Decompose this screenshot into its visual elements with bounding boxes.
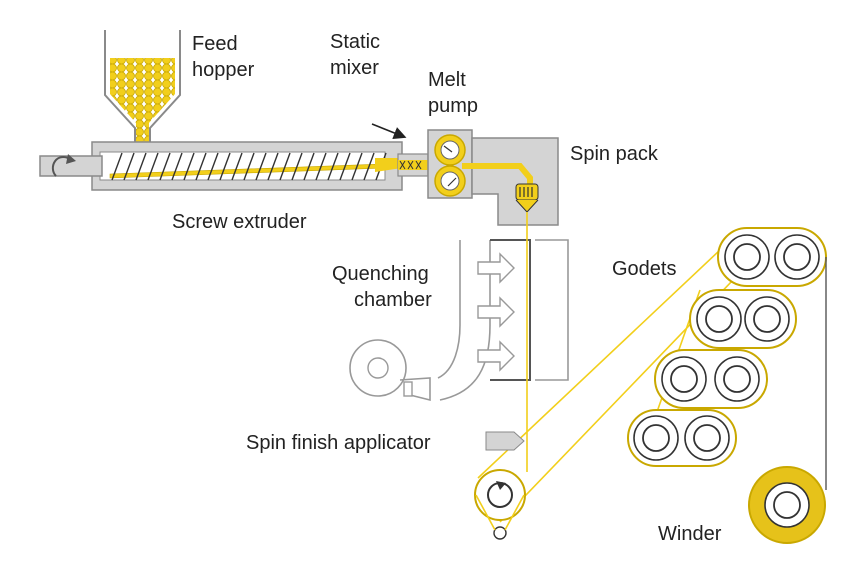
screw-flight bbox=[315, 152, 327, 181]
winder-label: Winder bbox=[658, 523, 722, 545]
melt-pump-label: pump bbox=[428, 95, 478, 117]
screw-flight bbox=[219, 152, 231, 181]
screw-flight bbox=[279, 152, 291, 181]
screw-flight bbox=[291, 152, 303, 181]
bottom-roller bbox=[474, 469, 526, 540]
screw-flight bbox=[255, 152, 267, 181]
rotation-arrow-icon bbox=[670, 365, 698, 393]
screw-flight bbox=[159, 152, 171, 181]
winder bbox=[748, 466, 826, 544]
rotation-arrow-icon bbox=[733, 243, 761, 271]
screw-flight bbox=[231, 152, 243, 181]
rotation-arrow-icon bbox=[723, 365, 751, 393]
static-mixer bbox=[371, 123, 429, 177]
rotation-arrow-icon bbox=[753, 305, 781, 333]
screw-flight bbox=[327, 152, 339, 181]
quenching-chamber-label: chamber bbox=[354, 289, 432, 311]
screw-flight bbox=[267, 152, 279, 181]
feed-hopper bbox=[104, 30, 181, 150]
screw-flight bbox=[363, 152, 375, 181]
godets-label: Godets bbox=[612, 258, 676, 280]
rotation-arrow-icon bbox=[705, 305, 733, 333]
screw-flight bbox=[207, 152, 219, 181]
labels: Feed hopper Static mixer Melt pump Spin … bbox=[172, 31, 722, 545]
screw-flight bbox=[183, 152, 195, 181]
rotation-arrow-icon bbox=[642, 424, 670, 452]
melt-pump bbox=[427, 129, 473, 199]
static-mixer-label: mixer bbox=[330, 57, 379, 79]
spin-pack bbox=[462, 137, 559, 226]
screw-flight bbox=[135, 152, 147, 181]
spin-pack-label: Spin pack bbox=[570, 143, 659, 165]
rotation-arrow-icon bbox=[773, 491, 801, 519]
screw-extruder bbox=[39, 141, 403, 191]
screw-flight bbox=[171, 152, 183, 181]
quenching-chamber bbox=[349, 239, 569, 402]
spin-finish-applicator bbox=[485, 431, 525, 451]
godet-pair bbox=[627, 409, 737, 467]
rotation-arrow-icon bbox=[693, 424, 721, 452]
screw-flight bbox=[303, 152, 315, 181]
godet-pair bbox=[689, 289, 797, 349]
feed-hopper-label: Feed bbox=[192, 33, 238, 55]
godet-pair bbox=[717, 227, 827, 287]
screw-flight bbox=[243, 152, 255, 181]
godet-pair bbox=[654, 349, 768, 409]
melt-pump-label: Melt bbox=[428, 69, 466, 91]
screw-flight bbox=[195, 152, 207, 181]
static-mixer-label: Static bbox=[330, 31, 380, 53]
rotation-arrow-icon bbox=[783, 243, 811, 271]
screw-flight bbox=[111, 152, 123, 181]
screw-flight bbox=[351, 152, 363, 181]
feed-hopper-label: hopper bbox=[192, 59, 255, 81]
quenching-chamber-label: Quenching bbox=[332, 263, 429, 285]
screw-extruder-label: Screw extruder bbox=[172, 211, 307, 233]
screw-flight bbox=[147, 152, 159, 181]
screw-flight bbox=[339, 152, 351, 181]
spin-finish-label: Spin finish applicator bbox=[246, 432, 431, 454]
screw-flight bbox=[123, 152, 135, 181]
godets bbox=[627, 227, 827, 490]
